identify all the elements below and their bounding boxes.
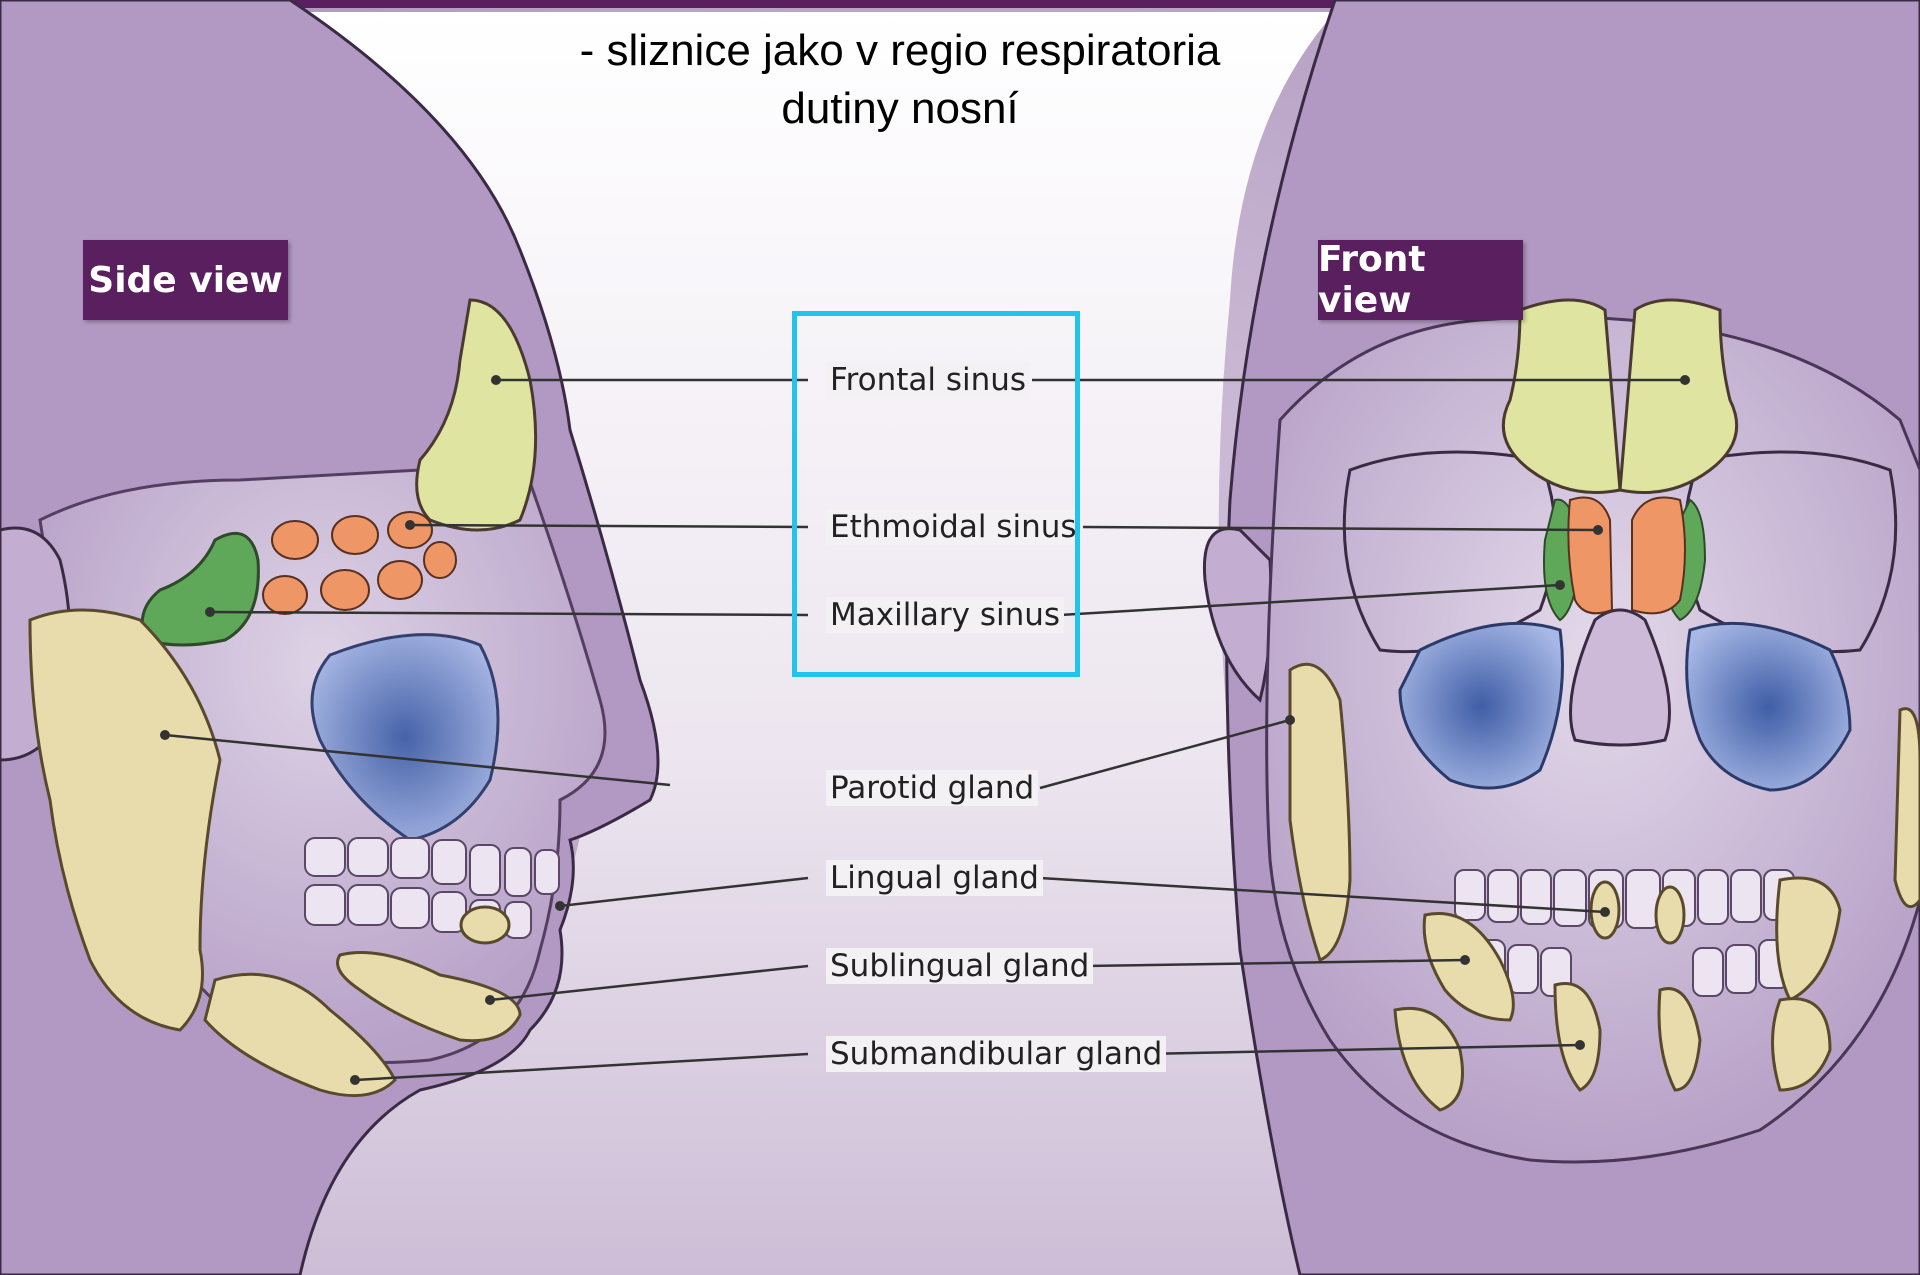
caption-line-1: - sliznice jako v regio respiratoria [500,22,1300,80]
caption-line-2: dutiny nosní [500,80,1300,138]
side-view-tag: Side view [83,240,288,320]
front-lingual-right [1656,887,1684,943]
label-parotid-gland: Parotid gland [826,770,1038,806]
side-lingual-gland [461,907,509,943]
label-lingual-gland: Lingual gland [826,860,1043,896]
label-sublingual-gland: Sublingual gland [826,948,1093,984]
front-view-tag: Front view [1318,240,1523,320]
slide-caption: - sliznice jako v regio respiratoria dut… [500,22,1300,138]
front-frontal-sinus [1503,300,1620,493]
sinus-highlight-box [792,311,1080,677]
label-submandibular-gland: Submandibular gland [826,1036,1166,1072]
front-parotid-right [1895,709,1920,907]
front-view-head [1204,0,1920,1275]
front-ethmoidal-sinus [1568,498,1612,614]
